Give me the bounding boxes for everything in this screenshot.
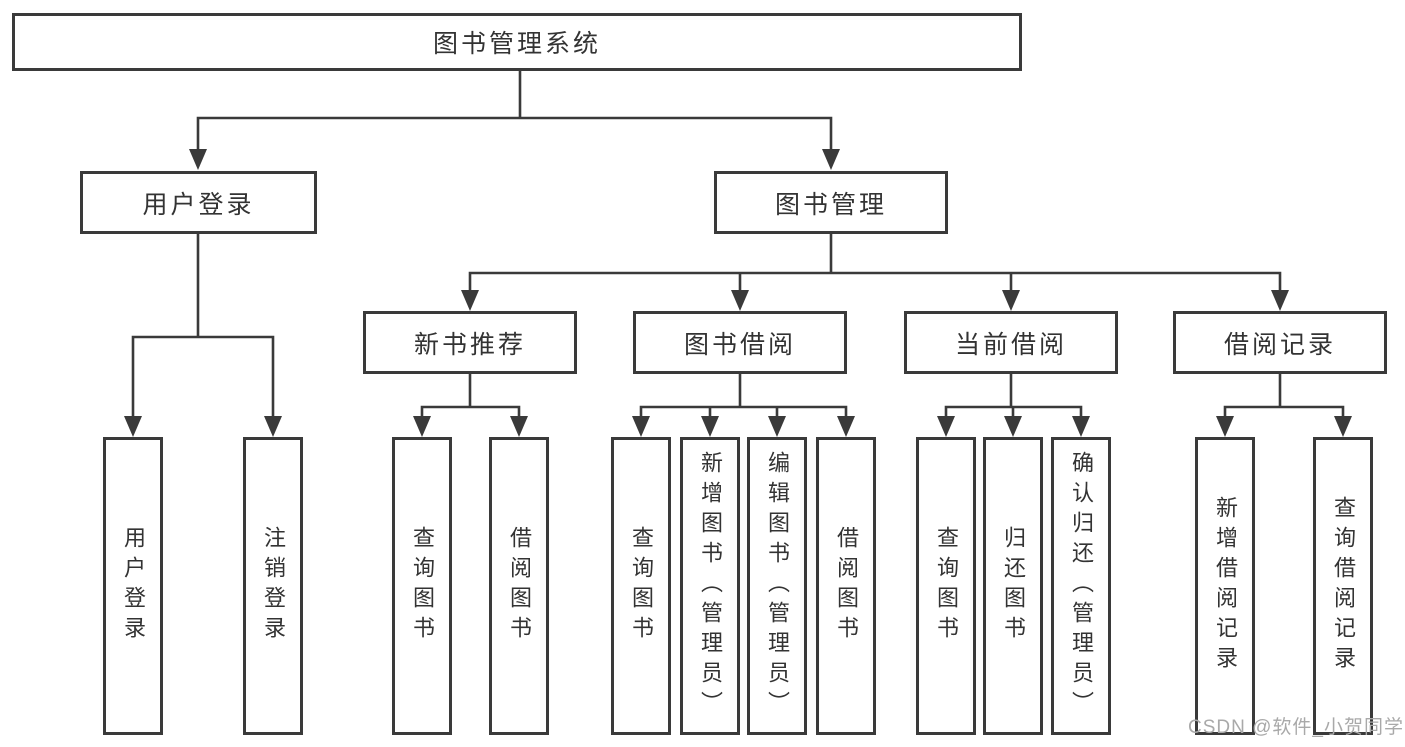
connector-paths (131, 69, 1345, 422)
node-book-borrowing: 图书借阅 (633, 311, 847, 374)
node-book-management: 图书管理 (714, 171, 948, 234)
node-new-book-recommend: 新书推荐 (363, 311, 577, 374)
leaf-borrow-books-recommend: 借阅图书 (489, 437, 549, 735)
csdn-watermark: CSDN @软件_小贺同学 (1188, 717, 1404, 738)
node-current-borrowing: 当前借阅 (904, 311, 1118, 374)
leaf-query-books-borrow: 查询图书 (611, 437, 671, 735)
leaf-add-books-admin: 新增图书（管理员） (680, 437, 740, 735)
leaf-borrow-books: 借阅图书 (816, 437, 876, 735)
leaf-query-borrow-record: 查询借阅记录 (1313, 437, 1373, 735)
leaf-query-books-current: 查询图书 (916, 437, 976, 735)
node-library-management-system: 图书管理系统 (12, 13, 1022, 71)
leaf-query-books-recommend: 查询图书 (392, 437, 452, 735)
leaf-user-login: 用户登录 (103, 437, 163, 735)
arrowheads (124, 149, 1352, 437)
leaf-confirm-return-admin: 确认归还（管理员） (1051, 437, 1111, 735)
node-user-login-group: 用户登录 (80, 171, 317, 234)
leaf-return-books: 归还图书 (983, 437, 1043, 735)
leaf-edit-books-admin: 编辑图书（管理员） (747, 437, 807, 735)
leaf-logout-login: 注销登录 (243, 437, 303, 735)
node-borrowing-records: 借阅记录 (1173, 311, 1387, 374)
leaf-add-borrow-record: 新增借阅记录 (1195, 437, 1255, 735)
